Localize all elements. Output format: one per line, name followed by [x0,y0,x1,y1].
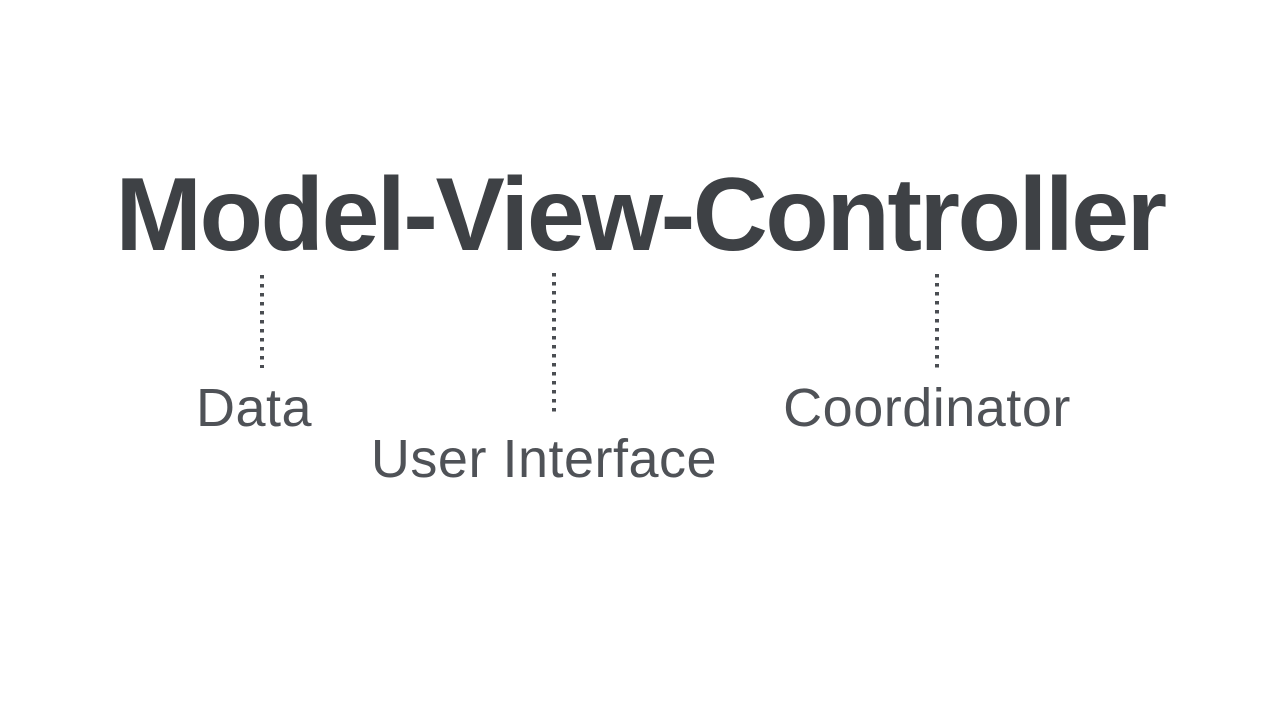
title-word-model: Model [115,157,405,273]
diagram-title: Model-View-Controller [0,163,1280,267]
dotted-connector-view-to-user-interface [552,273,556,417]
title-word-controller: Controller [692,157,1167,273]
title-word-view: View [435,157,663,273]
label-user-interface: User Interface [370,429,718,489]
label-coordinator: Coordinator [783,378,1071,438]
dotted-connector-controller-to-coordinator [935,274,939,369]
label-data: Data [195,378,313,438]
title-separator: - [403,157,438,273]
title-separator: - [660,157,696,273]
dotted-connector-model-to-data [260,275,264,368]
